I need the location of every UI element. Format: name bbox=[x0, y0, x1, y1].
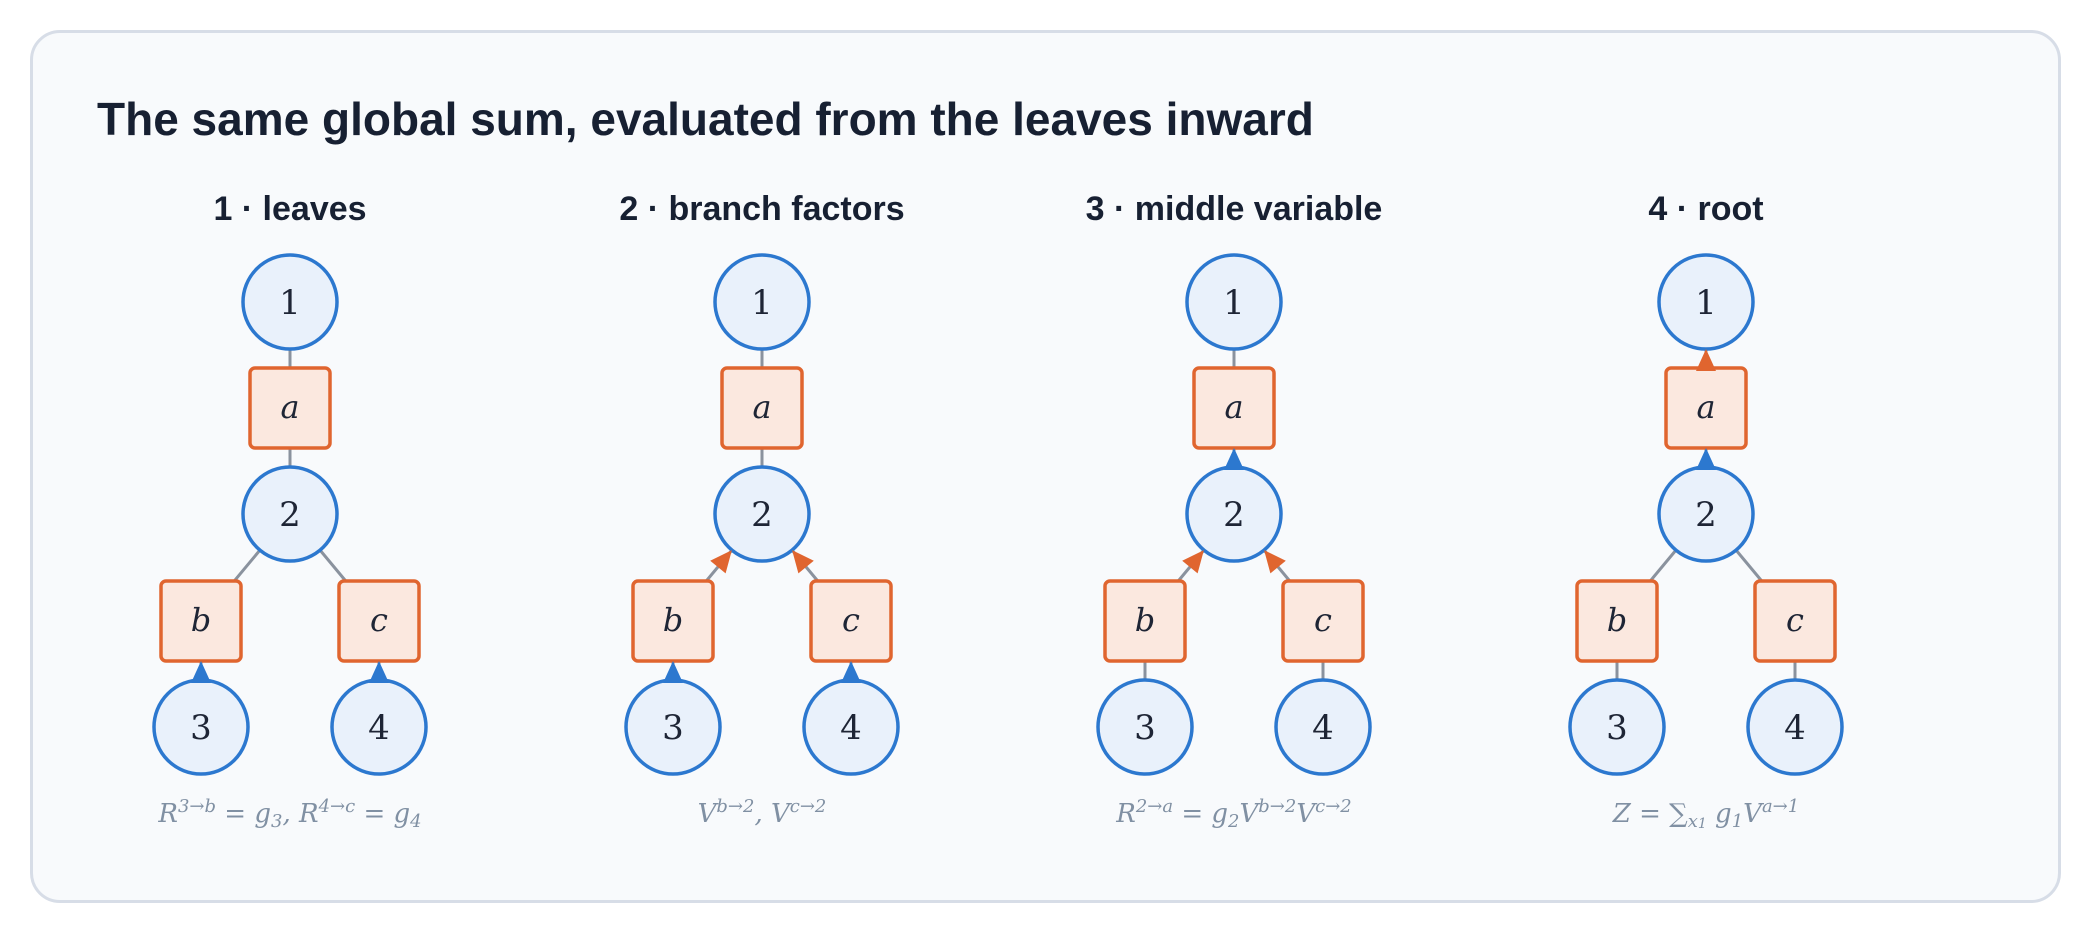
factor-label: c bbox=[842, 601, 860, 639]
variable-node-1 bbox=[1185, 253, 1283, 351]
panel-caption: R3→b = g3, R4→c = g4 bbox=[157, 796, 421, 831]
panel-title: 4 · root bbox=[1648, 190, 1763, 228]
factor-label: c bbox=[1314, 601, 1332, 639]
variable-label: 3 bbox=[662, 708, 684, 748]
factor-node-a bbox=[720, 366, 804, 450]
variable-label: 4 bbox=[1312, 708, 1334, 748]
caption-part: 2 bbox=[1227, 811, 1239, 832]
caption-part: b→2 bbox=[1258, 796, 1296, 817]
factor-node-c bbox=[1281, 579, 1365, 663]
factor-label: b bbox=[663, 601, 683, 639]
caption-part: V bbox=[1743, 799, 1764, 829]
variable-label: 3 bbox=[1606, 708, 1628, 748]
caption-part: V bbox=[698, 799, 719, 829]
caption-part: = g bbox=[1173, 799, 1228, 829]
message-arrow-c-to-2 bbox=[1264, 550, 1286, 574]
variable-node-3 bbox=[1568, 678, 1666, 776]
panel-caption: R2→a = g2Vb→2Vc→2 bbox=[1115, 796, 1352, 831]
panel-title: 2 · branch factors bbox=[619, 190, 904, 228]
caption-part: x bbox=[1688, 811, 1698, 832]
caption-part: V bbox=[1240, 799, 1261, 829]
caption-part: = g bbox=[216, 799, 271, 829]
caption-part: R bbox=[157, 799, 178, 829]
message-arrow-2-to-a bbox=[1696, 448, 1716, 470]
variable-label: 3 bbox=[1134, 708, 1156, 748]
factor-label: a bbox=[280, 388, 299, 426]
caption-part: b→2 bbox=[716, 796, 754, 817]
message-arrow-b-to-2 bbox=[710, 550, 732, 574]
variable-label: 2 bbox=[1695, 495, 1717, 535]
factor-label: b bbox=[191, 601, 211, 639]
variable-node-4 bbox=[1746, 678, 1844, 776]
factor-node-c bbox=[1753, 579, 1837, 663]
variable-label: 2 bbox=[751, 495, 773, 535]
variable-node-1 bbox=[241, 253, 339, 351]
caption-part: a→1 bbox=[1762, 796, 1799, 817]
message-arrow-b-to-2 bbox=[1182, 550, 1204, 574]
factor-node-b bbox=[1575, 579, 1659, 663]
caption-part: 1 bbox=[1732, 811, 1743, 832]
factor-label: a bbox=[752, 388, 771, 426]
message-arrow-2-to-a bbox=[1224, 448, 1244, 470]
caption-part: 2→a bbox=[1135, 796, 1173, 817]
panel-title: 3 · middle variable bbox=[1086, 190, 1383, 228]
factor-label: c bbox=[370, 601, 388, 639]
variable-label: 1 bbox=[1223, 283, 1245, 323]
variable-label: 4 bbox=[840, 708, 862, 748]
factor-label: b bbox=[1607, 601, 1627, 639]
variable-label: 3 bbox=[190, 708, 212, 748]
factor-label: b bbox=[1135, 601, 1155, 639]
variable-node-2 bbox=[713, 465, 811, 563]
caption-part: V bbox=[1296, 799, 1317, 829]
caption-part: , R bbox=[282, 799, 318, 829]
variable-label: 4 bbox=[368, 708, 390, 748]
variable-label: 1 bbox=[751, 283, 773, 323]
caption-part: 3 bbox=[271, 811, 282, 832]
message-arrow-4-to-c bbox=[841, 661, 861, 683]
message-arrow-3-to-b bbox=[191, 661, 211, 683]
message-arrow-4-to-c bbox=[369, 661, 389, 683]
figure-title: The same global sum, evaluated from the … bbox=[97, 93, 1314, 145]
factor-label: a bbox=[1224, 388, 1243, 426]
factor-label: a bbox=[1696, 388, 1715, 426]
variable-label: 1 bbox=[1695, 283, 1717, 323]
message-arrow-3-to-b bbox=[663, 661, 683, 683]
panel-title: 1 · leaves bbox=[213, 190, 366, 228]
variable-label: 4 bbox=[1784, 708, 1806, 748]
factor-node-a bbox=[248, 366, 332, 450]
variable-node-1 bbox=[713, 253, 811, 351]
caption-part: , V bbox=[754, 799, 792, 829]
factor-label: c bbox=[1786, 601, 1804, 639]
caption-part: 4 bbox=[409, 811, 421, 832]
variable-node-2 bbox=[241, 465, 339, 563]
caption-part: R bbox=[1115, 799, 1136, 829]
panel-caption: Vb→2, Vc→2 bbox=[698, 796, 827, 829]
caption-part: 3→b bbox=[178, 796, 216, 817]
message-arrow-c-to-2 bbox=[792, 550, 814, 574]
caption-part: Z = ∑ bbox=[1612, 799, 1688, 829]
caption-part: = g bbox=[355, 799, 410, 829]
caption-part: 4→c bbox=[318, 796, 356, 817]
variable-label: 2 bbox=[1223, 495, 1245, 535]
variable-label: 1 bbox=[279, 283, 301, 323]
caption-part: c→2 bbox=[790, 796, 827, 817]
caption-part: g bbox=[1707, 799, 1732, 829]
caption-part: 1 bbox=[1698, 816, 1707, 832]
factor-node-b bbox=[1103, 579, 1187, 663]
message-arrow-a-to-1 bbox=[1696, 349, 1716, 371]
variable-node-3 bbox=[1096, 678, 1194, 776]
panel-caption: Z = ∑x1 g1Va→1 bbox=[1612, 796, 1799, 831]
panel-2: 2 · branch factors 1 a 2 b c 3 4Vb→2, Vc→2 bbox=[619, 190, 904, 829]
variable-node-4 bbox=[1274, 678, 1372, 776]
caption-part: c→2 bbox=[1315, 796, 1352, 817]
variable-label: 2 bbox=[279, 495, 301, 535]
